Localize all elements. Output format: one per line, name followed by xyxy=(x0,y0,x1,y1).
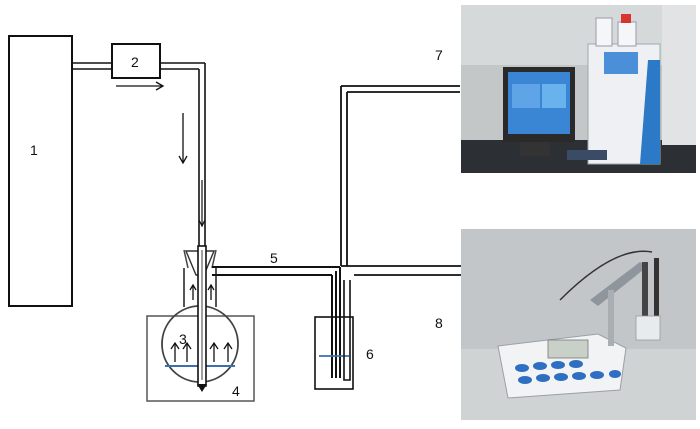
ph-meter-display xyxy=(547,339,589,359)
inlet-tube xyxy=(72,62,206,248)
absorption-bottle xyxy=(314,280,354,390)
gas-inlet-tube xyxy=(197,245,207,392)
label-4: 4 xyxy=(232,383,240,399)
line-to-ph-meter xyxy=(341,265,462,276)
label-8: 8 xyxy=(435,315,443,331)
label-3: 3 xyxy=(179,331,187,347)
flow-arrow-down xyxy=(178,113,188,165)
gas-cylinder xyxy=(8,35,73,307)
flow-arrow-down-tube xyxy=(198,180,206,228)
label-1: 1 xyxy=(30,142,38,158)
connecting-tube xyxy=(212,266,341,378)
label-7: 7 xyxy=(435,47,443,63)
label-2: 2 xyxy=(131,54,139,70)
ph-meter-keypad xyxy=(515,360,621,384)
vapor-arrows xyxy=(170,283,233,362)
label-5: 5 xyxy=(270,250,278,266)
label-6: 6 xyxy=(366,346,374,362)
flow-meter xyxy=(111,43,161,79)
line-to-chromatograph xyxy=(340,85,460,266)
electrode-arm xyxy=(590,262,648,306)
ph-meter-photo xyxy=(461,229,696,420)
flow-arrow-right xyxy=(116,81,165,91)
ion-chromatograph-photo xyxy=(461,5,696,173)
